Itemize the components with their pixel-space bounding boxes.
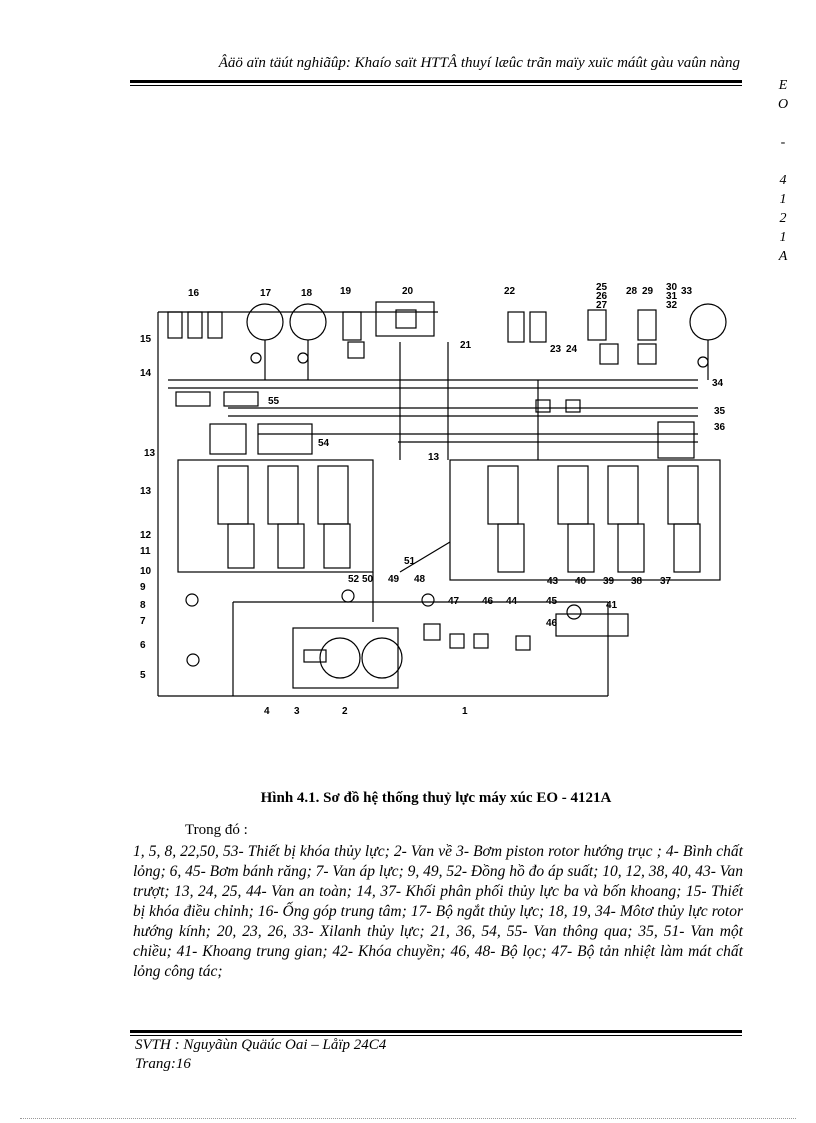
figure-label: 11 [140, 546, 151, 557]
figure-label: 18 [301, 288, 313, 299]
figure-label: 48 [414, 574, 426, 585]
header-rule [130, 80, 742, 83]
legend-text: 1, 5, 8, 22,50, 53- Thiết bị khóa thủy l… [133, 843, 743, 980]
header-rule-thin [130, 85, 742, 86]
figure-label: 38 [631, 576, 643, 587]
figure-label: 26 [596, 291, 608, 302]
figure-label: 12 [140, 530, 152, 541]
side-code-char: A [778, 249, 788, 264]
side-code-char [776, 114, 790, 133]
figure-label: 23 [550, 344, 562, 355]
figure-label: 2 [342, 706, 348, 717]
figure-label: 35 [714, 406, 726, 417]
figure-label: 37 [660, 576, 672, 587]
figure-label: 28 [626, 286, 638, 297]
figure-label: 46 [546, 618, 558, 629]
figure-label: 13 [140, 486, 152, 497]
header-title: Âäö aïn täút nghiãûp: Khaío saït HTTÂ th… [218, 55, 740, 71]
figure-label: 54 [318, 438, 330, 449]
figure-label: 21 [460, 340, 472, 351]
legend-intro: Trong đó : [185, 822, 248, 838]
figure-label: 52 [348, 574, 360, 585]
figure-label: 44 [506, 596, 518, 607]
figure-label: 7 [140, 616, 146, 627]
figure-label: 43 [547, 576, 559, 587]
figure-label: 46 [482, 596, 494, 607]
hydraulic-schematic: 16 17 18 19 20 22 25 26 27 28 29 30 31 3… [140, 282, 727, 717]
footer-page: Trang:16 [135, 1056, 191, 1072]
figure-label: 4 [264, 706, 270, 717]
footer-author: SVTH : Nguyãùn Quäúc Oai – Låïp 24C4 [135, 1037, 387, 1053]
figure-label: 30 [666, 282, 678, 293]
figure-label: 40 [575, 576, 587, 587]
figure-label: 32 [666, 300, 678, 311]
figure-label: 6 [140, 640, 146, 651]
figure-label: 3 [294, 706, 300, 717]
footer-rule-thin [130, 1035, 742, 1036]
figure-label: 31 [666, 291, 678, 302]
side-code-char: 1 [779, 192, 787, 207]
figure-label: 9 [140, 582, 146, 593]
figure-label: 17 [260, 288, 272, 299]
figure-label: 47 [448, 596, 460, 607]
figure-label: 5 [140, 670, 146, 681]
side-code-char: 2 [779, 211, 787, 226]
figure-label: 22 [504, 286, 516, 297]
figure-label: 39 [603, 576, 615, 587]
side-code-char: 4 [779, 173, 787, 188]
side-code-char: E [778, 78, 788, 93]
side-code-char: 1 [779, 230, 787, 245]
figure-label: 20 [402, 286, 414, 297]
side-code-char: O [777, 97, 789, 112]
figure-label: 41 [606, 600, 618, 611]
figure-caption: Hình 4.1. Sơ đồ hệ thống thuỷ lực máy xú… [260, 790, 612, 806]
figure-label: 55 [268, 396, 280, 407]
figure-label: 19 [340, 286, 352, 297]
figure-label: 16 [188, 288, 200, 299]
figure-label: 25 [596, 282, 608, 293]
figure-label: 33 [681, 286, 693, 297]
figure-label: 51 [404, 556, 416, 567]
figure-label: 10 [140, 566, 152, 577]
figure-label: 1 [462, 706, 468, 717]
figure-label: 24 [566, 344, 578, 355]
side-code-char [776, 152, 790, 171]
figure-label: 34 [712, 378, 724, 389]
figure-label: 15 [140, 334, 152, 345]
side-code-char: - [780, 135, 786, 150]
figure-label: 13 [144, 448, 156, 459]
figure-label: 14 [140, 368, 152, 379]
figure-label: 49 [388, 574, 400, 585]
figure-label: 27 [596, 300, 608, 311]
figure-label: 45 [546, 596, 558, 607]
figure-label: 50 [362, 574, 374, 585]
footer-rule [130, 1030, 742, 1033]
figure-label: 29 [642, 286, 654, 297]
figure-label: 36 [714, 422, 726, 433]
figure-label: 13 [428, 452, 440, 463]
figure-label: 8 [140, 600, 146, 611]
page-edge [20, 1118, 796, 1119]
side-code: E O - 4 1 2 1 A [776, 76, 790, 266]
